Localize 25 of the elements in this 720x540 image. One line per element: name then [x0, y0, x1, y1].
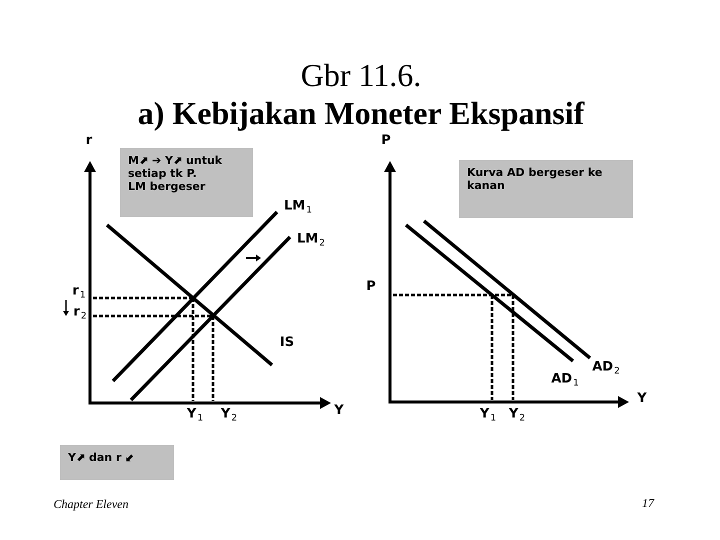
page-number: 17	[642, 495, 654, 511]
level-label: r$_{2}$	[73, 304, 87, 322]
level-label: r$_{1}$	[72, 284, 86, 300]
axis-label: Y	[334, 403, 344, 419]
level-label: Y$_{1}$	[480, 406, 496, 424]
axis-label: r	[86, 133, 92, 149]
axis-label: P	[381, 133, 391, 149]
note-panel	[60, 445, 174, 480]
curve-label: LM$_{2}$	[297, 232, 325, 248]
curve-label: AD$_{1}$	[551, 372, 579, 388]
note-panel	[120, 148, 253, 217]
level-label: Y$_{2}$	[220, 406, 238, 424]
note-text: M⬈ ➔ Y⬈ untuk setiap tk P. LM bergeser	[128, 154, 224, 193]
footer-text: Chapter Eleven	[54, 496, 128, 512]
curve-label: IS	[280, 335, 294, 351]
level-label: P	[366, 279, 376, 295]
title: Gbr 11.6. a) Kebijakan Moneter Ekspansif	[136, 56, 586, 132]
level-label: Y$_{2}$	[508, 406, 526, 424]
curve-label: LM$_{1}$	[284, 198, 312, 216]
note-panel	[459, 160, 633, 218]
curve-label: AD$_{2}$	[592, 360, 620, 376]
level-label: Y$_{1}$	[186, 406, 204, 424]
note-text: Y⬈ dan r ⬋	[68, 451, 136, 464]
note-text: Kurva AD bergeser ke kanan	[467, 166, 604, 192]
axis-label: Y	[637, 391, 647, 407]
